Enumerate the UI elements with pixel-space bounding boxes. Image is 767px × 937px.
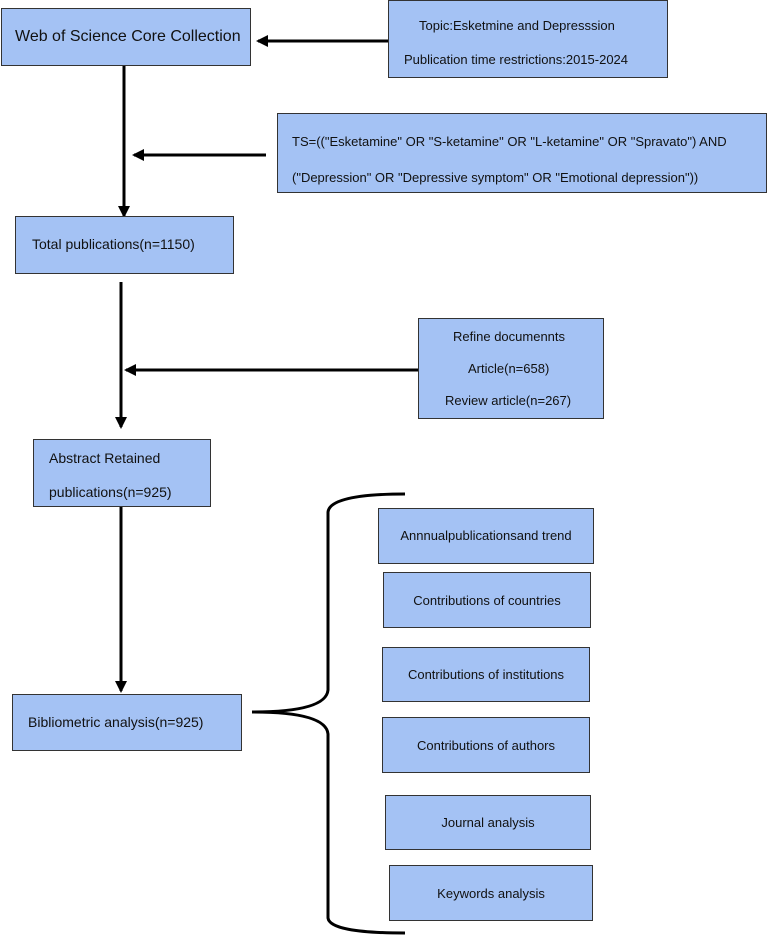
- retained-box: Abstract Retained publications(n=925): [33, 439, 211, 507]
- search-query-box: TS=(("Esketamine" OR "S-ketamine" OR "L-…: [277, 113, 767, 193]
- search-query-line1: TS=(("Esketamine" OR "S-ketamine" OR "L-…: [292, 134, 727, 149]
- refine-article: Article(n=658): [468, 361, 550, 376]
- refine-box: Refine documennts Article(n=658) Review …: [418, 318, 604, 419]
- time-restriction-label: Publication time restrictions:2015-2024: [404, 52, 629, 67]
- analysis-countries: Contributions of countries: [383, 572, 591, 628]
- total-label: Total publications(n=1150): [32, 236, 195, 252]
- retained-line2: publications(n=925): [49, 484, 172, 500]
- wos-box: Web of Science Core Collection: [1, 8, 251, 66]
- analysis-keywords: Keywords analysis: [389, 865, 593, 921]
- wos-label: Web of Science Core Collection: [15, 28, 241, 45]
- curly-brace: [251, 492, 406, 935]
- analysis-authors: Contributions of authors: [382, 717, 590, 773]
- refine-title: Refine documennts: [453, 329, 566, 344]
- topic-box: Topic:Esketmine and Depresssion Publicat…: [388, 0, 668, 78]
- bibliometric-label: Bibliometric analysis(n=925): [28, 714, 204, 730]
- search-query-line2: ("Depression" OR "Depressive symptom" OR…: [292, 170, 699, 185]
- analysis-institutions: Contributions of institutions: [382, 647, 590, 702]
- analysis-annual-trend: Annnualpublicationsand trend: [378, 508, 594, 564]
- retained-line1: Abstract Retained: [49, 450, 161, 466]
- topic-label: Topic:Esketmine and Depresssion: [419, 18, 615, 33]
- bibliometric-box: Bibliometric analysis(n=925): [12, 694, 242, 751]
- refine-review: Review article(n=267): [445, 393, 572, 408]
- total-box: Total publications(n=1150): [15, 216, 234, 274]
- analysis-journal: Journal analysis: [385, 795, 591, 850]
